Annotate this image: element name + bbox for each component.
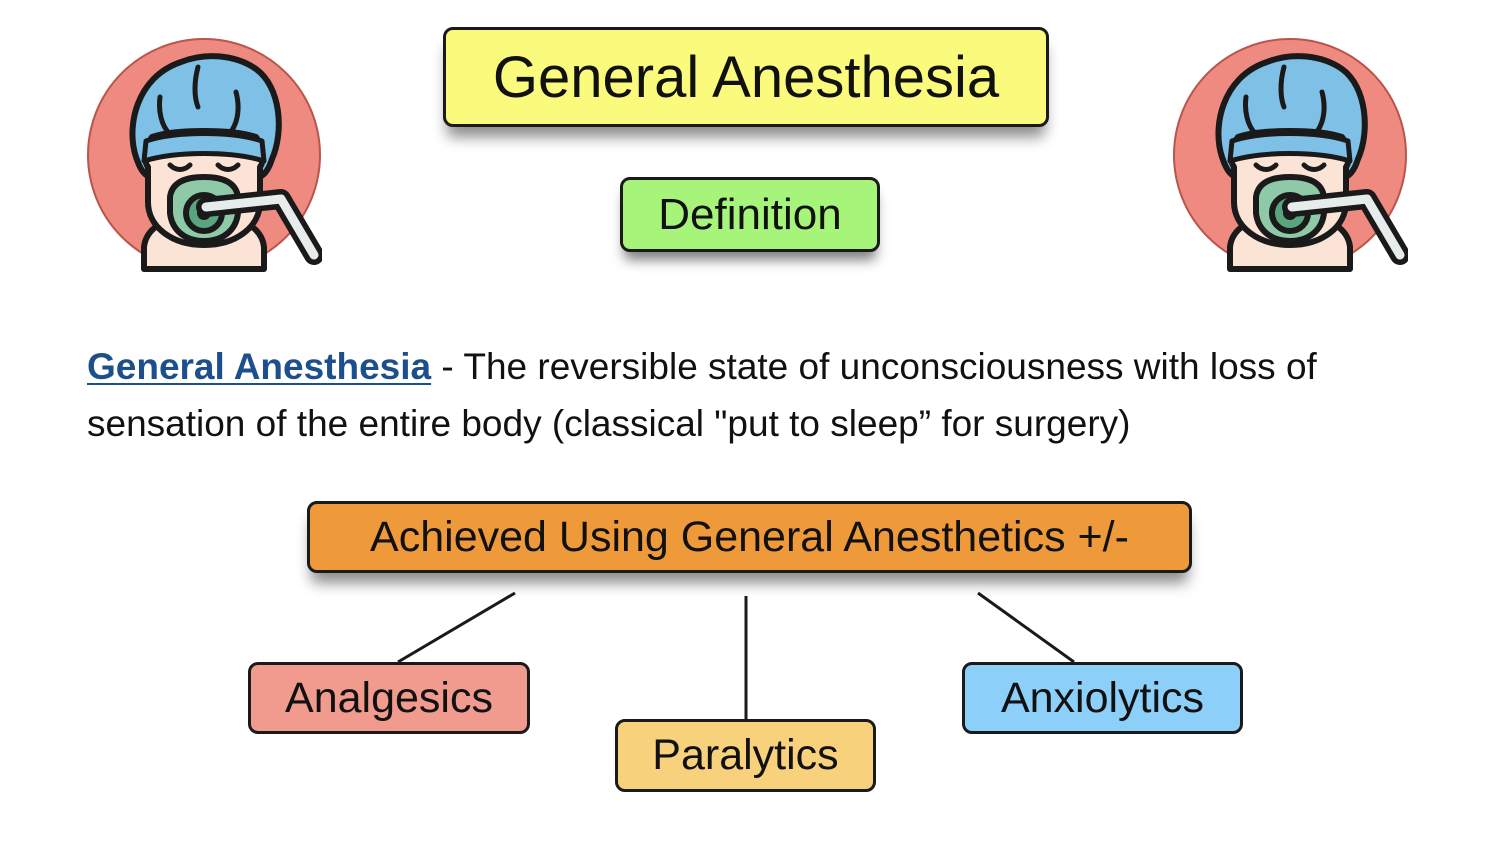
title-box: General Anesthesia: [443, 27, 1049, 127]
paralytics-label: Paralytics: [652, 731, 839, 779]
anxiolytics-box: Anxiolytics: [962, 662, 1243, 734]
method-label: Achieved Using General Anesthetics +/-: [370, 512, 1129, 561]
patient-anesthesia-mask-icon: [1172, 37, 1410, 273]
patient-anesthesia-mask-icon: [86, 37, 324, 273]
definition-label-box: Definition: [620, 177, 880, 252]
page-title: General Anesthesia: [492, 44, 1000, 110]
analgesics-box: Analgesics: [248, 662, 530, 734]
method-box: Achieved Using General Anesthetics +/-: [307, 501, 1192, 573]
definition-paragraph: General Anesthesia - The reversible stat…: [87, 338, 1427, 452]
paralytics-box: Paralytics: [615, 719, 876, 792]
connector-anxiolytics: [977, 591, 1075, 664]
connector-analgesics: [397, 591, 516, 664]
analgesics-label: Analgesics: [285, 673, 493, 722]
anxiolytics-label: Anxiolytics: [1000, 673, 1205, 722]
definition-text: - The reversible state of unconsciousnes…: [87, 346, 1317, 444]
definition-term-link[interactable]: General Anesthesia: [87, 346, 432, 387]
definition-label: Definition: [658, 189, 842, 239]
